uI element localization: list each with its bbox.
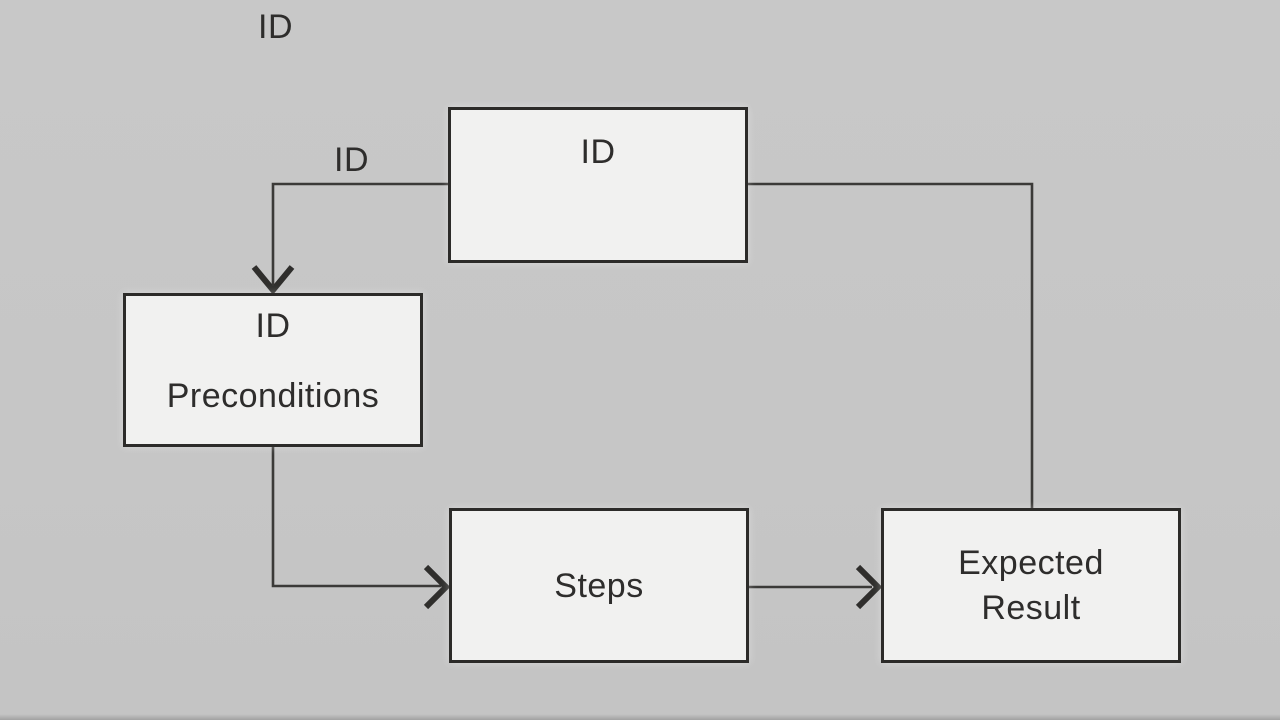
node-id: ID <box>448 107 748 263</box>
node-expected-result-line1: Expected <box>958 543 1104 582</box>
arrowhead-down-icon <box>251 265 295 295</box>
edge-label: ID <box>334 141 369 179</box>
bottom-edge-shadow <box>0 714 1280 720</box>
node-preconditions: ID Preconditions <box>123 293 423 447</box>
node-steps: Steps <box>449 508 749 663</box>
connector-preconditions-to-steps <box>271 447 441 588</box>
node-steps-label: Steps <box>554 566 644 605</box>
arrowhead-right-icon <box>423 564 451 610</box>
arrowhead-right-icon <box>855 564 883 610</box>
node-id-label: ID <box>580 133 616 171</box>
connector-id-to-preconditions <box>271 182 448 285</box>
node-preconditions-label: Preconditions <box>166 377 380 415</box>
node-preconditions-sublabel: ID <box>255 307 291 345</box>
connector-id-to-expected <box>748 182 1034 508</box>
node-expected-result: Expected Result <box>881 508 1181 663</box>
diagram-title: ID <box>258 8 293 46</box>
node-expected-result-line2: Result <box>981 588 1081 627</box>
